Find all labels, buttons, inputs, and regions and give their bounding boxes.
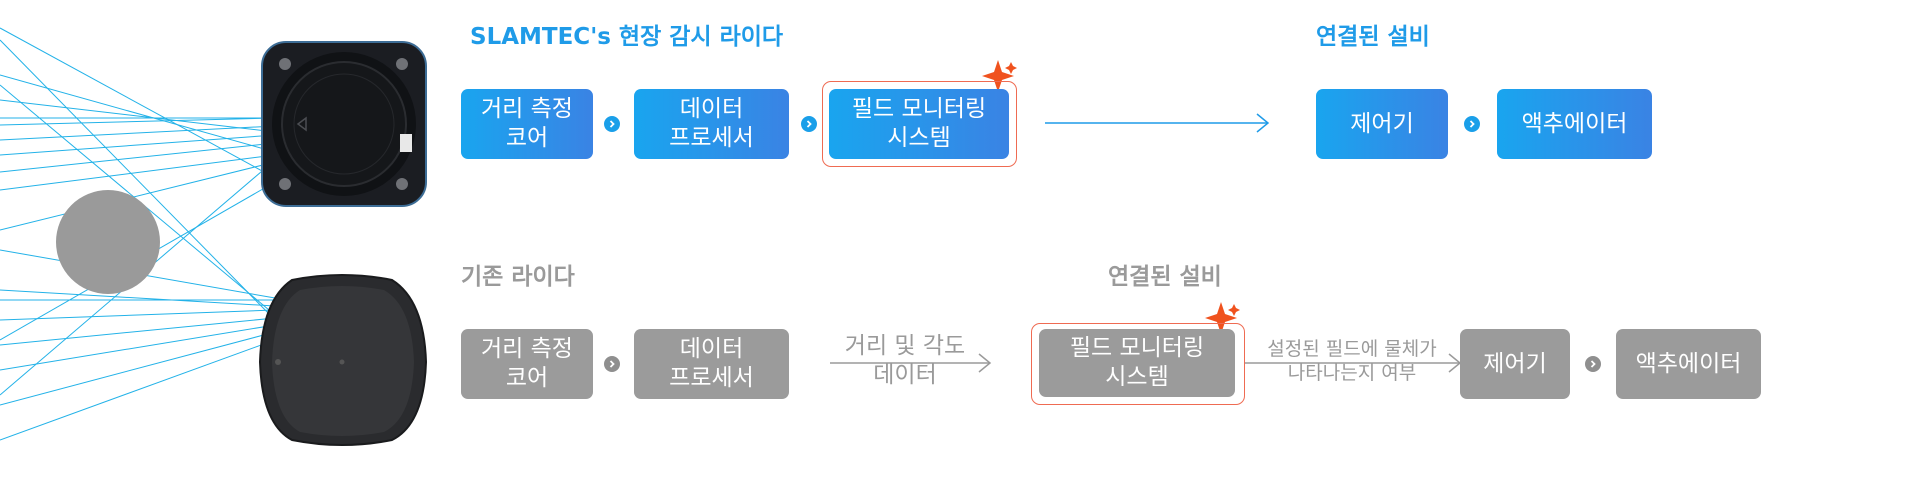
box-line: 시스템 [887,125,951,151]
box-line: 프로세서 [669,125,754,151]
box-line: 액추에이터 [1521,110,1628,137]
controller-box: 제어기 [1316,89,1448,159]
flow-line: 나타나는지 여부 [1287,362,1417,384]
detected-object [56,190,160,294]
data-processor-box: 데이터 프로세서 [634,329,789,399]
actuator-box: 액추에이터 [1497,89,1652,159]
field-monitoring-box: 필드 모니터링 시스템 [1039,329,1235,397]
controller-box: 제어기 [1460,329,1570,399]
box-line: 필드 모니터링 [1069,335,1205,361]
box-line: 필드 모니터링 [851,96,987,122]
flow-line: 거리 및 각도 [844,333,966,359]
flow-line: 데이터 [873,362,937,388]
sparkle-icon [982,60,1017,92]
slamtec-lidar-device [261,41,427,207]
highlight-frame [822,81,1017,167]
arrow-right-icon [830,353,992,373]
chevron-right-icon [604,116,620,132]
sparkle-icon [1205,302,1240,334]
actuator-box: 액추에이터 [1616,329,1761,399]
distance-core-box: 거리 측정 코어 [461,89,593,159]
box-line: 시스템 [1105,364,1169,390]
box-line: 액추에이터 [1635,350,1742,377]
data-processor-box: 데이터 프로세서 [634,89,789,159]
box-line: 제어기 [1483,350,1547,377]
equipment-heading: 연결된 설비 [1108,264,1222,290]
equipment-heading: 연결된 설비 [1316,24,1430,50]
box-line: 코어 [505,125,549,151]
box-line: 거리 측정 [481,96,573,122]
detect-flow-label: 설정된 필드에 물체가 나타나는지 여부 [1247,337,1457,385]
data-flow-label: 거리 및 각도 데이터 [830,332,980,390]
flow-line: 설정된 필드에 물체가 [1267,338,1437,360]
traditional-lidar-device [258,274,428,446]
distance-core-box: 거리 측정 코어 [461,329,593,399]
box-line: 제어기 [1350,110,1414,137]
arrow-right-icon [1045,113,1270,133]
field-monitoring-box: 필드 모니터링 시스템 [829,89,1009,159]
chevron-right-icon [604,356,620,372]
box-line: 코어 [505,365,549,391]
highlight-frame [1031,323,1245,405]
box-line: 데이터 [679,336,744,362]
box-line: 데이터 [679,96,744,122]
chevron-right-icon [1464,116,1480,132]
chevron-right-icon [1585,356,1601,372]
slamtec-heading: SLAMTEC's 현장 감시 라이다 [470,24,784,50]
box-line: 프로세서 [669,365,754,391]
chevron-right-icon [801,116,817,132]
traditional-heading: 기존 라이다 [461,264,575,290]
box-line: 거리 측정 [481,336,573,362]
